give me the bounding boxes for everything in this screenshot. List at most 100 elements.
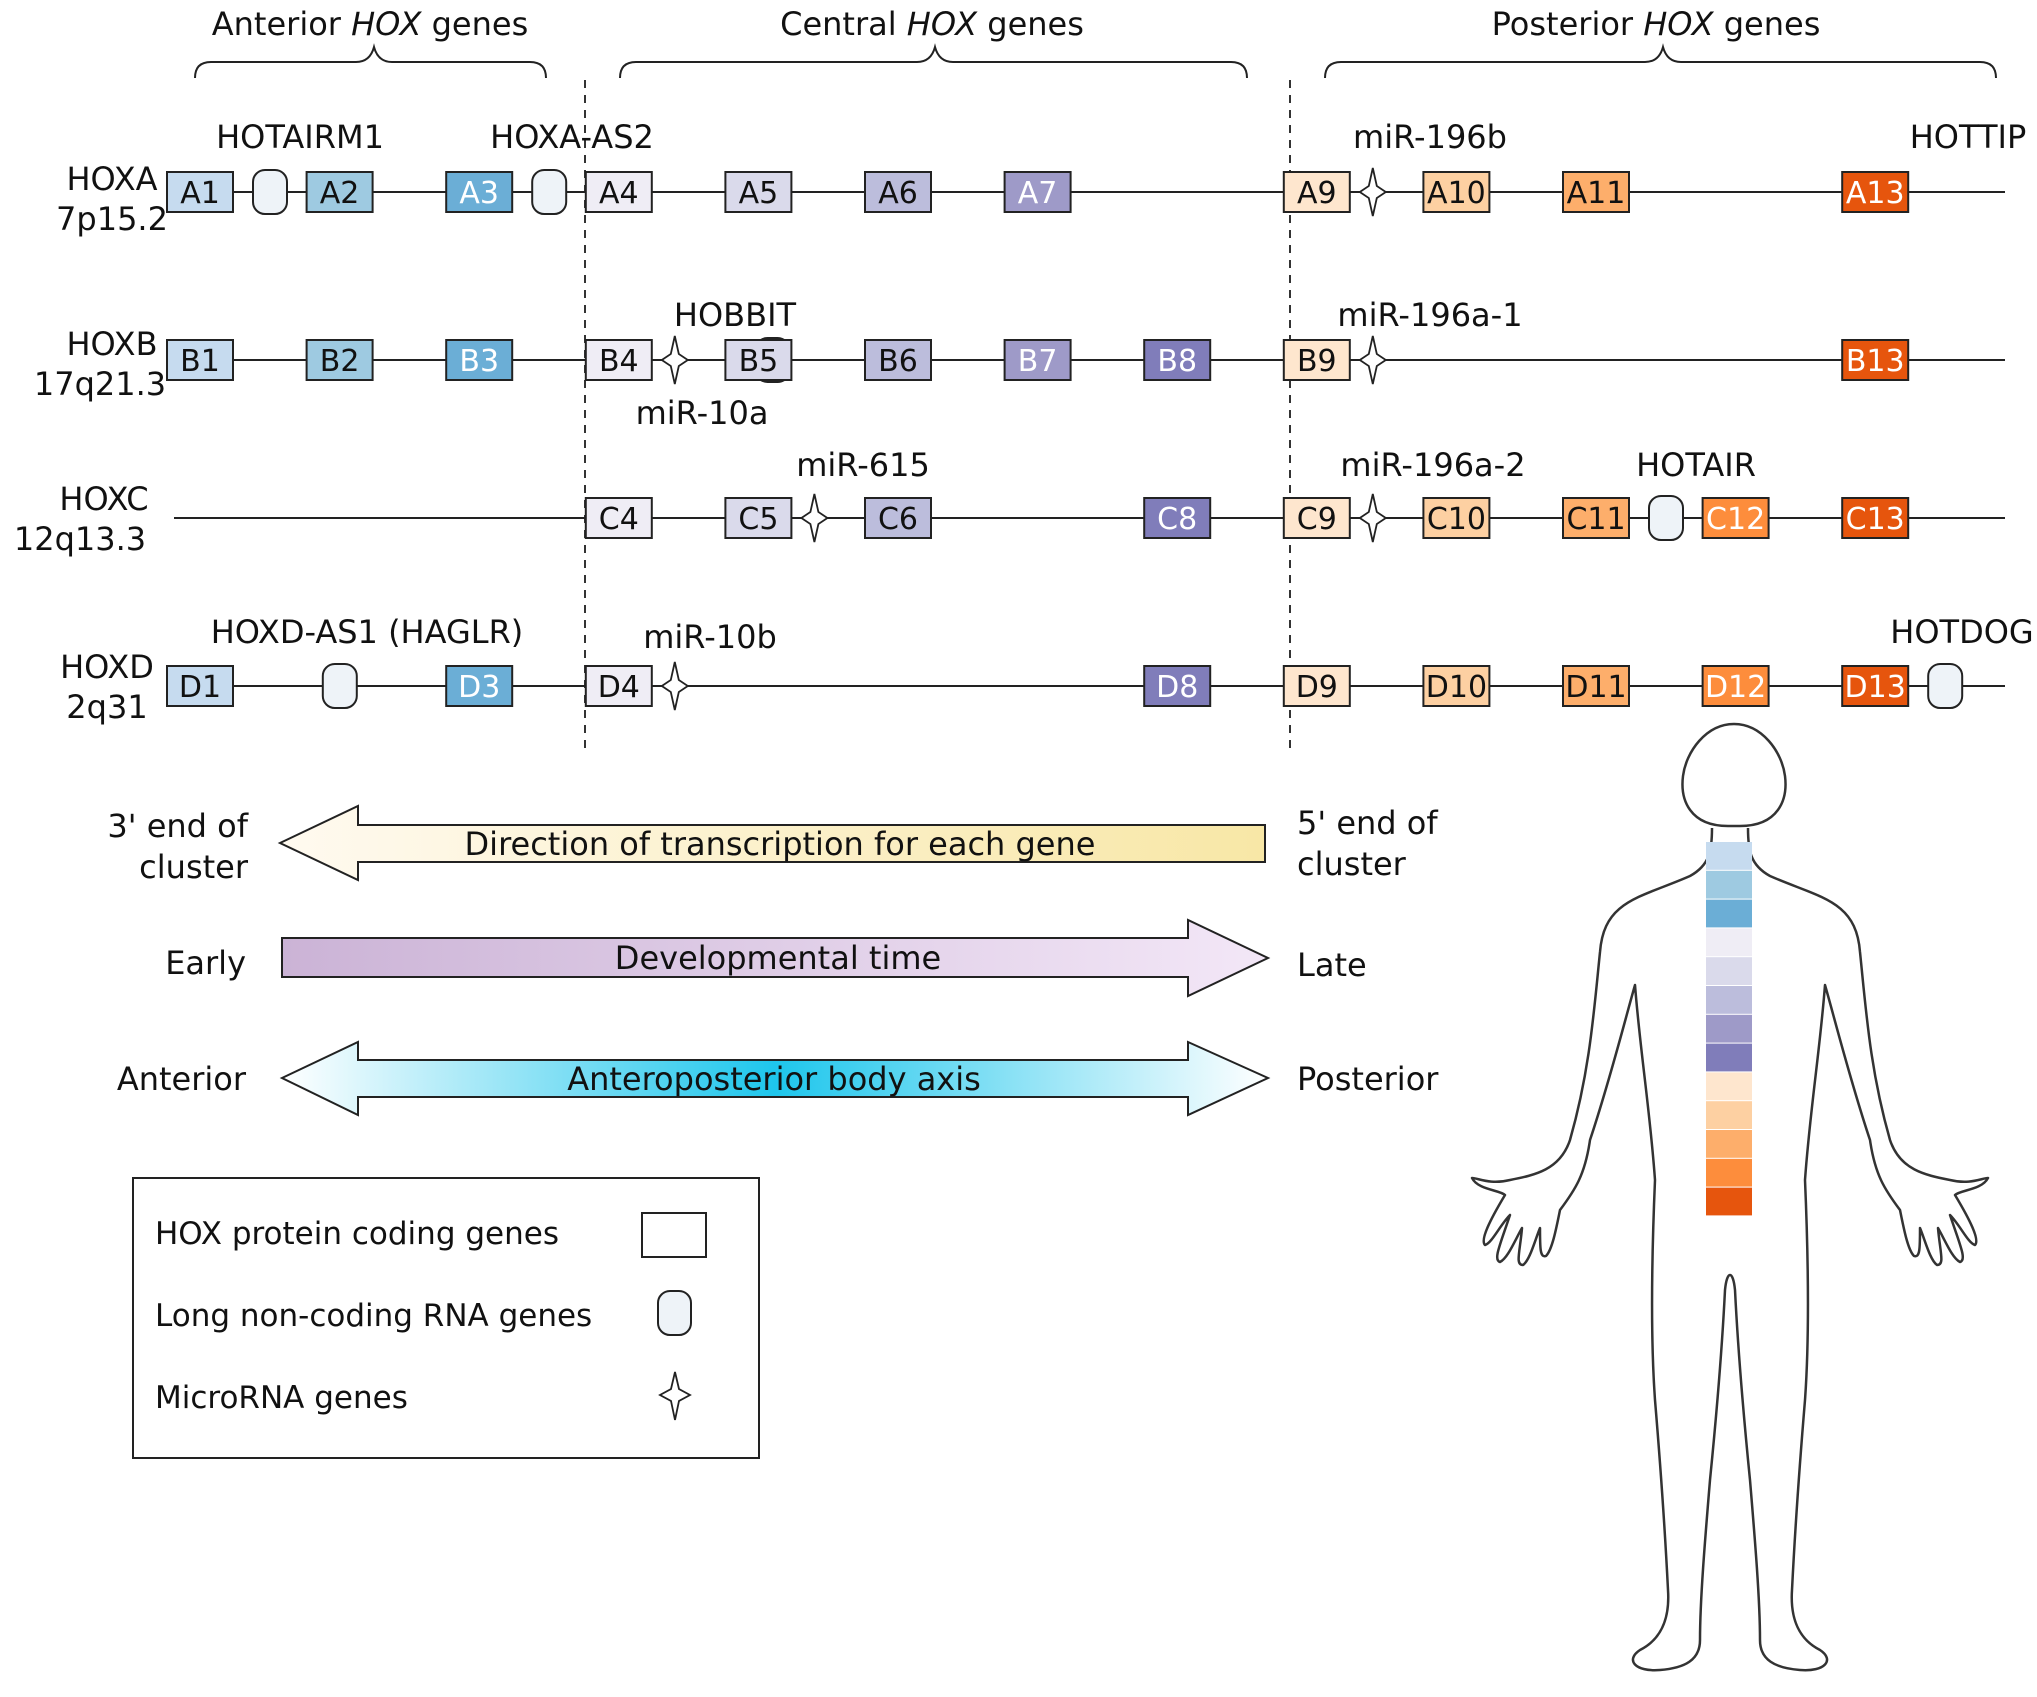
label-mir-196a-1: miR-196a-1 bbox=[1337, 296, 1522, 334]
header-posterior: Posterior HOX genes bbox=[1492, 5, 1821, 43]
gene-box-a9 bbox=[1282, 171, 1351, 213]
axis-left-label: Anterior bbox=[117, 1060, 247, 1098]
gene-box-b8 bbox=[1143, 339, 1212, 381]
gene-box-a1 bbox=[166, 171, 234, 213]
arrow-transcription bbox=[277, 804, 1266, 882]
gene-box-a3 bbox=[445, 171, 514, 213]
legend-protein-swatch bbox=[641, 1212, 707, 1258]
gene-box-c9 bbox=[1282, 497, 1351, 539]
gene-box-a13 bbox=[1841, 171, 1910, 213]
spine-color-column bbox=[1706, 842, 1752, 1216]
cluster-name-hoxa: HOXA bbox=[66, 160, 157, 198]
gene-box-d9 bbox=[1282, 665, 1351, 707]
gene-box-c6 bbox=[864, 497, 932, 539]
microrna-gene bbox=[799, 493, 830, 543]
gene-box-b5 bbox=[724, 339, 793, 381]
gene-label-b8: B8 bbox=[1157, 344, 1197, 379]
gene-box-c4 bbox=[584, 497, 653, 539]
label-hoxd-as1: HOXD-AS1 (HAGLR) bbox=[211, 613, 524, 651]
gene-label-a9: A9 bbox=[1297, 176, 1337, 211]
gene-label-d9: D9 bbox=[1296, 670, 1338, 705]
lncrna-gene bbox=[321, 663, 358, 709]
gene-label-d8: D8 bbox=[1156, 670, 1198, 705]
transcription-right-line2: cluster bbox=[1297, 845, 1407, 883]
gene-label-c10: C10 bbox=[1427, 502, 1486, 537]
brace-anterior bbox=[194, 43, 547, 79]
label-hobbit: HOBBIT bbox=[674, 296, 797, 334]
gene-box-d8 bbox=[1143, 665, 1212, 707]
label-mir-10a: miR-10a bbox=[636, 394, 769, 432]
gene-box-a7 bbox=[1003, 171, 1072, 213]
gene-box-b9 bbox=[1282, 339, 1351, 381]
transcription-right-line1: 5' end of bbox=[1297, 804, 1438, 842]
gene-box-c8 bbox=[1143, 497, 1212, 539]
gene-label-a2: A2 bbox=[320, 176, 360, 211]
gene-box-a2 bbox=[305, 171, 374, 213]
gene-box-c13 bbox=[1841, 497, 1910, 539]
microrna-gene bbox=[660, 661, 690, 711]
arrow-body-axis-text: Anteroposterior body axis bbox=[567, 1060, 981, 1098]
gene-label-b2: B2 bbox=[320, 344, 360, 379]
gene-box-a5 bbox=[724, 171, 793, 213]
label-hotairm1: HOTAIRM1 bbox=[216, 118, 384, 156]
gene-box-c5 bbox=[724, 497, 793, 539]
label-hoxa-as2: HOXA-AS2 bbox=[490, 118, 654, 156]
gene-label-d4: D4 bbox=[598, 670, 640, 705]
gene-label-b4: B4 bbox=[599, 344, 639, 379]
gene-label-a10: A10 bbox=[1427, 176, 1486, 211]
microrna-gene bbox=[1358, 335, 1388, 385]
label-mir-196b: miR-196b bbox=[1353, 118, 1507, 156]
gene-label-c6: C6 bbox=[878, 502, 918, 537]
label-hottip: HOTTIP bbox=[1910, 118, 2027, 156]
gene-label-c11: C11 bbox=[1566, 502, 1625, 537]
cluster-locus-hoxb: 17q21.3 bbox=[34, 365, 166, 403]
header-central: Central HOX genes bbox=[780, 5, 1084, 43]
gene-label-c13: C13 bbox=[1846, 502, 1905, 537]
gene-label-b13: B13 bbox=[1846, 344, 1905, 379]
spine-segment bbox=[1706, 1158, 1752, 1187]
gene-box-d1 bbox=[166, 665, 234, 707]
lncrna-gene bbox=[531, 169, 568, 215]
gene-box-c12 bbox=[1701, 497, 1770, 539]
cluster-name-hoxd: HOXD bbox=[60, 648, 154, 686]
gene-label-b9: B9 bbox=[1297, 344, 1337, 379]
gene-label-a7: A7 bbox=[1018, 176, 1058, 211]
label-hotdog: HOTDOG bbox=[1890, 613, 2033, 651]
transcription-left-line1: 3' end of bbox=[107, 807, 248, 845]
gene-label-b7: B7 bbox=[1018, 344, 1058, 379]
gene-label-d3: D3 bbox=[458, 670, 500, 705]
legend-mirna-swatch bbox=[658, 1371, 692, 1421]
spine-segment bbox=[1706, 986, 1752, 1014]
arrow-developmental-time-text: Developmental time bbox=[615, 939, 941, 977]
spine-segment bbox=[1706, 1014, 1752, 1043]
lncrna-gene bbox=[1927, 663, 1964, 709]
gene-label-d1: D1 bbox=[179, 670, 221, 705]
gene-label-a11: A11 bbox=[1567, 176, 1626, 211]
gene-label-d11: D11 bbox=[1565, 670, 1626, 705]
spine-segment bbox=[1706, 957, 1752, 985]
label-mir-196a-2: miR-196a-2 bbox=[1340, 446, 1525, 484]
cluster-locus-hoxc: 12q13.3 bbox=[14, 520, 146, 558]
spine-segment bbox=[1706, 1043, 1752, 1072]
gene-label-c4: C4 bbox=[599, 502, 639, 537]
gene-box-b4 bbox=[584, 339, 653, 381]
gene-box-d10 bbox=[1422, 665, 1491, 707]
gene-label-d12: D12 bbox=[1705, 670, 1766, 705]
legend-mirna-label: MicroRNA genes bbox=[155, 1380, 408, 1416]
time-right-label: Late bbox=[1297, 946, 1367, 984]
gene-label-b5: B5 bbox=[739, 344, 779, 379]
spine-segment bbox=[1706, 928, 1752, 957]
gene-label-b6: B6 bbox=[878, 344, 918, 379]
legend-protein-label: HOX protein coding genes bbox=[155, 1216, 559, 1252]
lncrna-gene bbox=[252, 169, 288, 215]
gene-label-a3: A3 bbox=[459, 176, 499, 211]
transcription-left-line2: cluster bbox=[139, 848, 249, 886]
gene-box-b1 bbox=[166, 339, 234, 381]
gene-box-d12 bbox=[1701, 665, 1770, 707]
cluster-locus-hoxd: 2q31 bbox=[66, 688, 147, 726]
gene-box-d4 bbox=[584, 665, 653, 707]
axis-right-label: Posterior bbox=[1297, 1060, 1439, 1098]
cluster-name-hoxb: HOXB bbox=[66, 325, 157, 363]
gene-box-c10 bbox=[1422, 497, 1491, 539]
